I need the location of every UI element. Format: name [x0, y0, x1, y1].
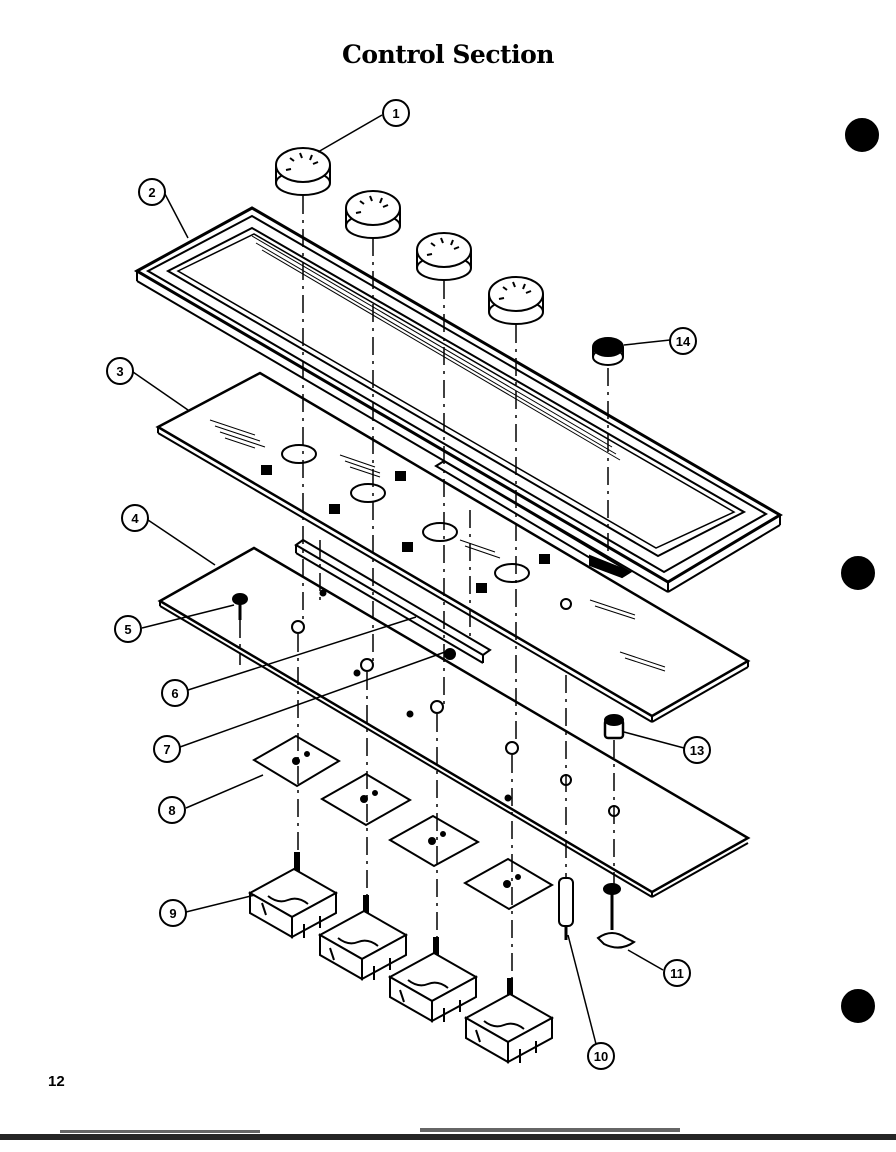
svg-text:4: 4 [131, 511, 139, 526]
callout-7: 7 [153, 735, 181, 763]
callout-4: 4 [121, 504, 149, 532]
callout-3: 3 [106, 357, 134, 385]
callout-11: 11 [663, 959, 691, 987]
infinite-switches [247, 852, 555, 1064]
callout-13: 13 [683, 736, 711, 764]
callouts: 1 2 3 4 5 6 7 8 9 10 11 13 14 [106, 99, 711, 1070]
callout-1: 1 [382, 99, 410, 127]
control-knobs [275, 147, 624, 366]
page-number: 12 [48, 1073, 65, 1090]
indicator-lamp [558, 877, 574, 940]
binder-hole-top [845, 118, 879, 152]
ground-terminal [596, 883, 636, 949]
knob-4 [488, 276, 544, 325]
binder-hole-bottom [841, 989, 875, 1023]
mounting-strip [434, 459, 633, 579]
callout-14: 14 [669, 327, 697, 355]
switch-4 [463, 978, 555, 1064]
page-title: Control Section [342, 40, 554, 69]
scan-edge-noise [0, 1128, 896, 1140]
svg-text:10: 10 [594, 1049, 608, 1064]
knob-2 [345, 190, 401, 239]
knob-1 [275, 147, 331, 196]
svg-text:8: 8 [168, 803, 175, 818]
switch-2 [317, 895, 409, 981]
back-plate [157, 546, 751, 898]
svg-text:1: 1 [392, 106, 399, 121]
callout-8: 8 [158, 796, 186, 824]
hex-nut [603, 714, 625, 740]
screw [232, 593, 248, 620]
callout-10: 10 [587, 1042, 615, 1070]
alignment-lines [239, 196, 615, 990]
small-knob [592, 337, 624, 366]
switch-3 [387, 937, 479, 1023]
svg-text:2: 2 [148, 185, 155, 200]
binder-hole-middle [841, 556, 875, 590]
knob-3 [416, 232, 472, 281]
leader-lines [132, 114, 685, 1045]
control-panel [155, 371, 751, 723]
callout-6: 6 [161, 679, 189, 707]
callout-5: 5 [114, 615, 142, 643]
svg-text:6: 6 [171, 686, 178, 701]
insulator-pads [252, 734, 555, 911]
control-bezel-frame [133, 206, 783, 593]
switch-1 [247, 852, 339, 939]
svg-text:11: 11 [670, 966, 684, 981]
svg-text:5: 5 [124, 622, 131, 637]
svg-text:13: 13 [690, 743, 704, 758]
svg-text:14: 14 [676, 334, 691, 349]
svg-text:3: 3 [116, 364, 123, 379]
callout-9: 9 [159, 899, 187, 927]
callout-2: 2 [138, 178, 166, 206]
rail-bracket [294, 538, 492, 664]
svg-text:9: 9 [169, 906, 176, 921]
svg-text:7: 7 [163, 742, 170, 757]
